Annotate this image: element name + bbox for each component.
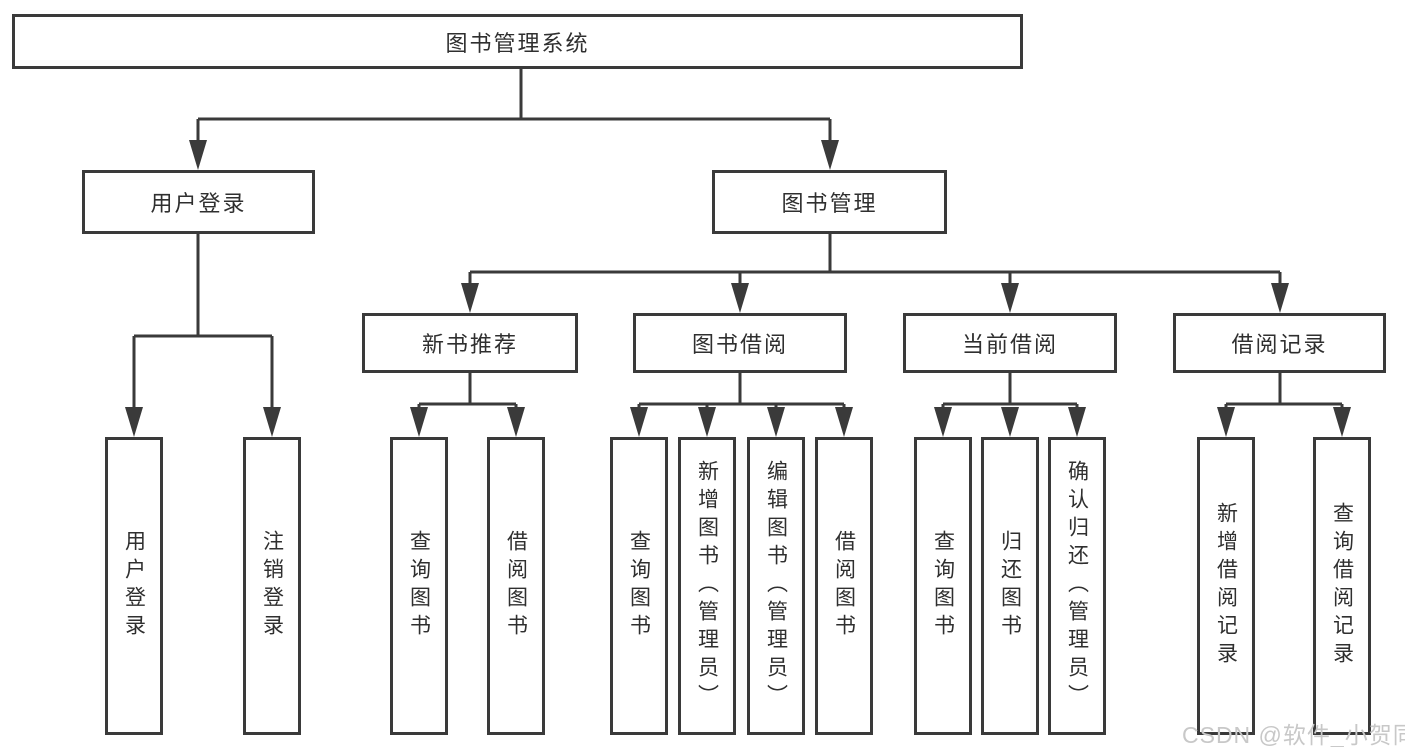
node-label: 新增图书（管理员） — [695, 460, 719, 712]
node-label: 归还图书 — [998, 530, 1022, 642]
node-label: 查询借阅记录 — [1330, 502, 1354, 670]
node-label: 用户登录 — [150, 191, 247, 216]
node-new-book-recommendation: 新书推荐 — [362, 313, 578, 373]
node-label: 借阅记录 — [1231, 332, 1328, 357]
csdn-watermark: CSDN @软件_小贺同学 — [1182, 722, 1405, 747]
arrow-down-icon — [125, 407, 281, 437]
node-book-management: 图书管理 — [712, 170, 947, 234]
connector-root-to-level2 — [196, 69, 832, 142]
connector-bookmgmt-to-level3 — [468, 234, 1282, 286]
node-label: 当前借阅 — [961, 332, 1058, 357]
leaf-query-books: 查询图书 — [390, 437, 448, 735]
node-label: 借阅图书 — [504, 530, 528, 642]
leaf-borrow-books: 借阅图书 — [487, 437, 545, 735]
arrow-down-icon — [630, 407, 853, 437]
node-label: 图书管理系统 — [445, 30, 590, 56]
node-library-management-system: 图书管理系统 — [12, 14, 1023, 69]
node-label: 查询图书 — [931, 530, 955, 642]
leaf-confirm-return-admin: 确认归还（管理员） — [1048, 437, 1106, 735]
node-label: 查询图书 — [627, 530, 651, 642]
leaf-borrow-books: 借阅图书 — [815, 437, 873, 735]
connector-current-to-leaves — [941, 373, 1079, 410]
node-label: 新书推荐 — [421, 332, 518, 357]
arrow-down-icon — [934, 407, 1086, 437]
node-label: 新增借阅记录 — [1214, 502, 1238, 670]
leaf-edit-books-admin: 编辑图书（管理员） — [747, 437, 805, 735]
node-label: 注销登录 — [260, 530, 284, 642]
node-user-login: 用户登录 — [82, 170, 315, 234]
leaf-logout: 注销登录 — [243, 437, 301, 735]
node-label: 查询图书 — [407, 530, 431, 642]
node-label: 确认归还（管理员） — [1065, 460, 1089, 712]
node-label: 编辑图书（管理员） — [764, 460, 788, 712]
node-label: 借阅图书 — [832, 530, 856, 642]
leaf-return-books: 归还图书 — [981, 437, 1039, 735]
arrow-down-icon — [410, 407, 525, 437]
leaf-user-login: 用户登录 — [105, 437, 163, 735]
leaf-add-borrow-record: 新增借阅记录 — [1197, 437, 1255, 735]
connector-borrow-to-leaves — [637, 373, 846, 410]
node-borrowing-records: 借阅记录 — [1173, 313, 1386, 373]
node-book-borrowing: 图书借阅 — [633, 313, 847, 373]
node-label: 图书借阅 — [691, 332, 788, 357]
connector-newbook-to-leaves — [417, 373, 518, 410]
leaf-add-books-admin: 新增图书（管理员） — [678, 437, 736, 735]
connector-userlogin-to-leaves — [132, 234, 274, 409]
leaf-query-borrow-record: 查询借阅记录 — [1313, 437, 1371, 735]
leaf-query-books: 查询图书 — [914, 437, 972, 735]
node-current-borrowing: 当前借阅 — [903, 313, 1117, 373]
arrow-down-icon — [461, 283, 1289, 313]
leaf-query-books: 查询图书 — [610, 437, 668, 735]
node-label: 用户登录 — [122, 530, 146, 642]
arrow-down-icon — [1217, 407, 1351, 437]
node-label: 图书管理 — [781, 191, 878, 216]
connector-records-to-leaves — [1224, 373, 1344, 410]
arrow-down-icon — [189, 140, 839, 170]
